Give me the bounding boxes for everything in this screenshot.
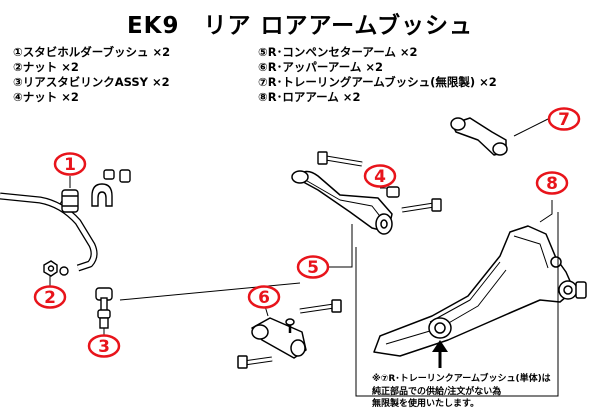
trailing-arm [373,225,587,357]
parts-list-item: ③リアスタビリンクASSY ×2 [13,75,170,89]
callout-badge-1: 1 [53,152,87,176]
callout-badge-7: 7 [547,107,581,131]
stabilizer-bushing [61,169,131,213]
callout-badge-8: 8 [535,171,569,195]
callout-badge-4: 4 [363,164,397,188]
parts-list-left: ①スタビホルダーブッシュ ×2 ②ナット ×2 ③リアスタビリンクASSY ×2… [13,45,170,105]
callout-badge-6: 6 [247,285,281,309]
note-line: 純正部品での供給/注文がない為 [372,386,502,397]
parts-list-item: ⑥R･アッパーアーム ×2 [258,60,383,74]
callout-badge-5: 5 [296,255,330,279]
callout-number: 8 [546,174,558,194]
note-line: ※⑦R･トレーリンクアームブッシュ(単体)は [372,374,551,384]
callout-number: 6 [258,288,270,308]
parts-list-item: ⑤R･コンペンセターアーム ×2 [258,45,418,59]
callout-number: 7 [558,110,570,130]
callout-badge-2: 2 [33,285,67,309]
bushing-arrow [432,340,448,368]
note-line: 無限製を使用いたします。 [372,399,480,409]
page-title: EK9 リア ロアアームブッシュ [126,13,474,39]
compensator-arm [237,299,342,369]
bolt-part [317,151,442,213]
callout-badge-3: 3 [87,334,121,358]
parts-list-item: ①スタビホルダーブッシュ ×2 [13,45,171,59]
stabilizer-link [59,266,301,329]
parts-list-item: ⑦R･トレーリングアームブッシュ(無限製) ×2 [258,75,497,89]
parts-list-item: ②ナット ×2 [13,60,79,74]
parts-list-item: ⑧R･ロアアーム ×2 [258,90,361,104]
callout-number: 2 [44,288,56,308]
parts-list-right: ⑤R･コンペンセターアーム ×2 ⑥R･アッパーアーム ×2 ⑦R･トレーリング… [258,45,497,105]
callout-number: 1 [64,155,76,175]
leader-lines [49,118,559,397]
callout-number: 5 [307,258,319,278]
nut-part [43,260,58,277]
upper-arm [450,117,508,156]
parts-list-item: ④ナット ×2 [13,90,79,104]
callout-number: 4 [374,167,386,187]
supply-note: ※⑦R･トレーリンクアームブッシュ(単体)は 純正部品での供給/注文がない為 無… [372,373,551,411]
callout-number: 3 [98,337,110,357]
lower-arm [291,170,393,235]
